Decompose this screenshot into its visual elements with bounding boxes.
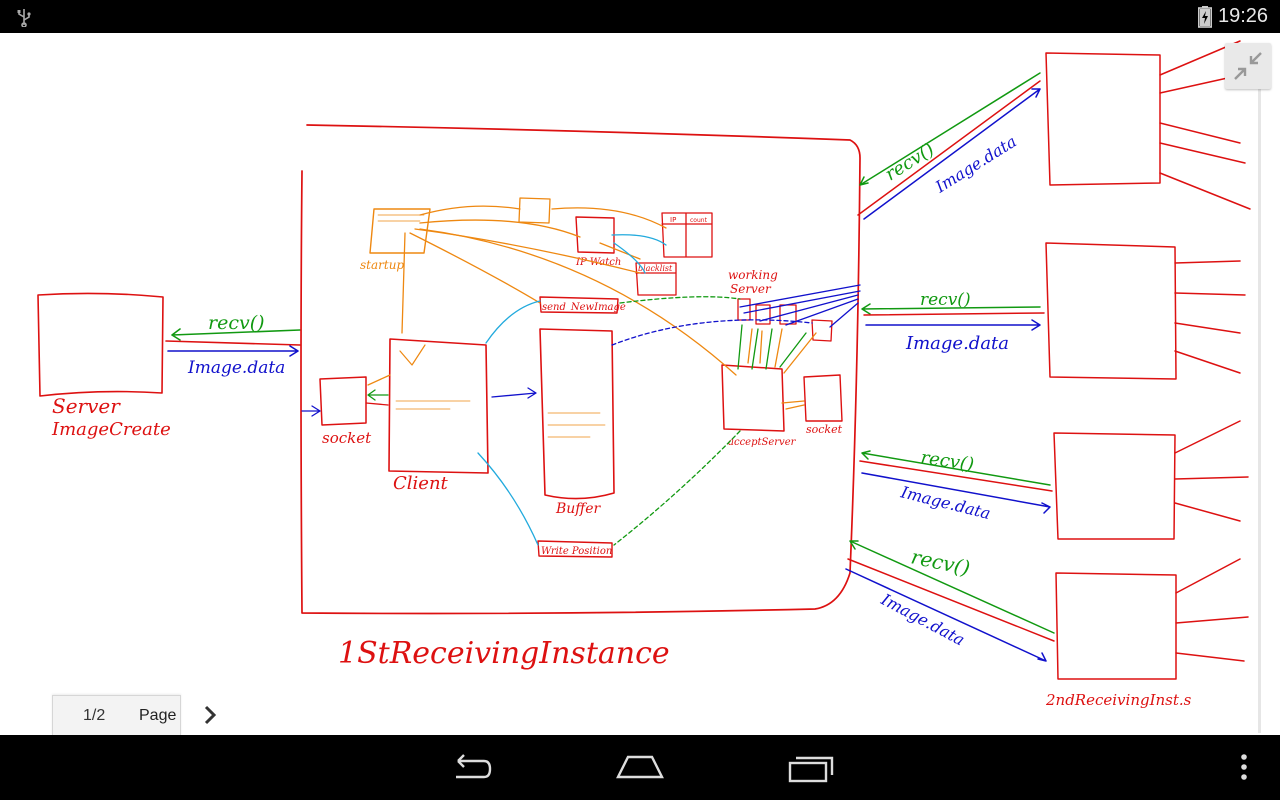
socket-left-label: socket [322,429,372,447]
page-label: Page [139,707,177,724]
accept-server-label: acceptServer [728,437,797,448]
instance-label: 1StReceivingInstance [338,636,670,671]
receiver-box-4 [1055,572,1177,680]
receiver-box-2 [1045,242,1177,380]
receiver-box-3 [1053,432,1176,540]
send-new-image-label: send_NewImage [542,302,626,313]
ip-column-label: IP [670,216,676,224]
recv-label-1: recv() [882,139,939,185]
next-page-button[interactable] [198,701,224,729]
buffer-box [539,328,615,500]
count-column-label: count [690,217,708,224]
blacklist-label: blacklist [638,264,673,273]
recv-label-4: recv() [909,544,972,580]
sketch-drawing: Server ImageCreate recv() Image.data soc… [37,40,1251,709]
socket-right-label: socket [806,423,843,436]
status-bar: 19:26 [0,0,1280,33]
recv-label-2: recv() [920,290,971,310]
scrollbar[interactable] [1258,43,1261,733]
instance-box [300,124,861,615]
usb-icon [17,9,31,27]
client-box [388,338,489,474]
home-icon[interactable] [614,749,666,785]
back-icon[interactable] [446,749,494,785]
recv-label-left: recv() [208,312,265,334]
working-server-label: working [728,268,778,282]
recent-apps-icon[interactable] [786,749,836,785]
clock: 19:26 [1218,5,1269,27]
client-label: Client [393,473,449,494]
exit-fullscreen-icon [1234,52,1262,80]
battery-charging-icon [1198,6,1212,28]
buffer-label: Buffer [555,501,602,517]
image-data-label-1: Image.data [931,132,1020,197]
startup-label: startup [360,258,404,272]
socket-left [319,376,367,426]
receiver-box-1 [1045,52,1161,186]
image-data-label-2: Image.data [905,333,1009,354]
navigation-bar [0,735,1280,800]
server-label-2: ImageCreate [51,419,171,440]
working-server-label-2: Server [730,282,772,296]
server-box [37,292,164,397]
second-instance-label: 2ndReceivingInst.s [1045,691,1192,709]
exit-fullscreen-button[interactable] [1225,43,1271,89]
overflow-menu-icon[interactable] [1236,749,1252,785]
server-label: Server [52,394,121,418]
page-count: 1/2 [83,707,106,724]
page-indicator[interactable]: 1/2 Page [52,695,181,736]
chevron-right-icon [204,705,217,725]
image-data-label-left: Image.data [187,358,285,378]
write-position-label: Write Position [541,546,612,557]
note-canvas[interactable]: Server ImageCreate recv() Image.data soc… [0,33,1280,736]
